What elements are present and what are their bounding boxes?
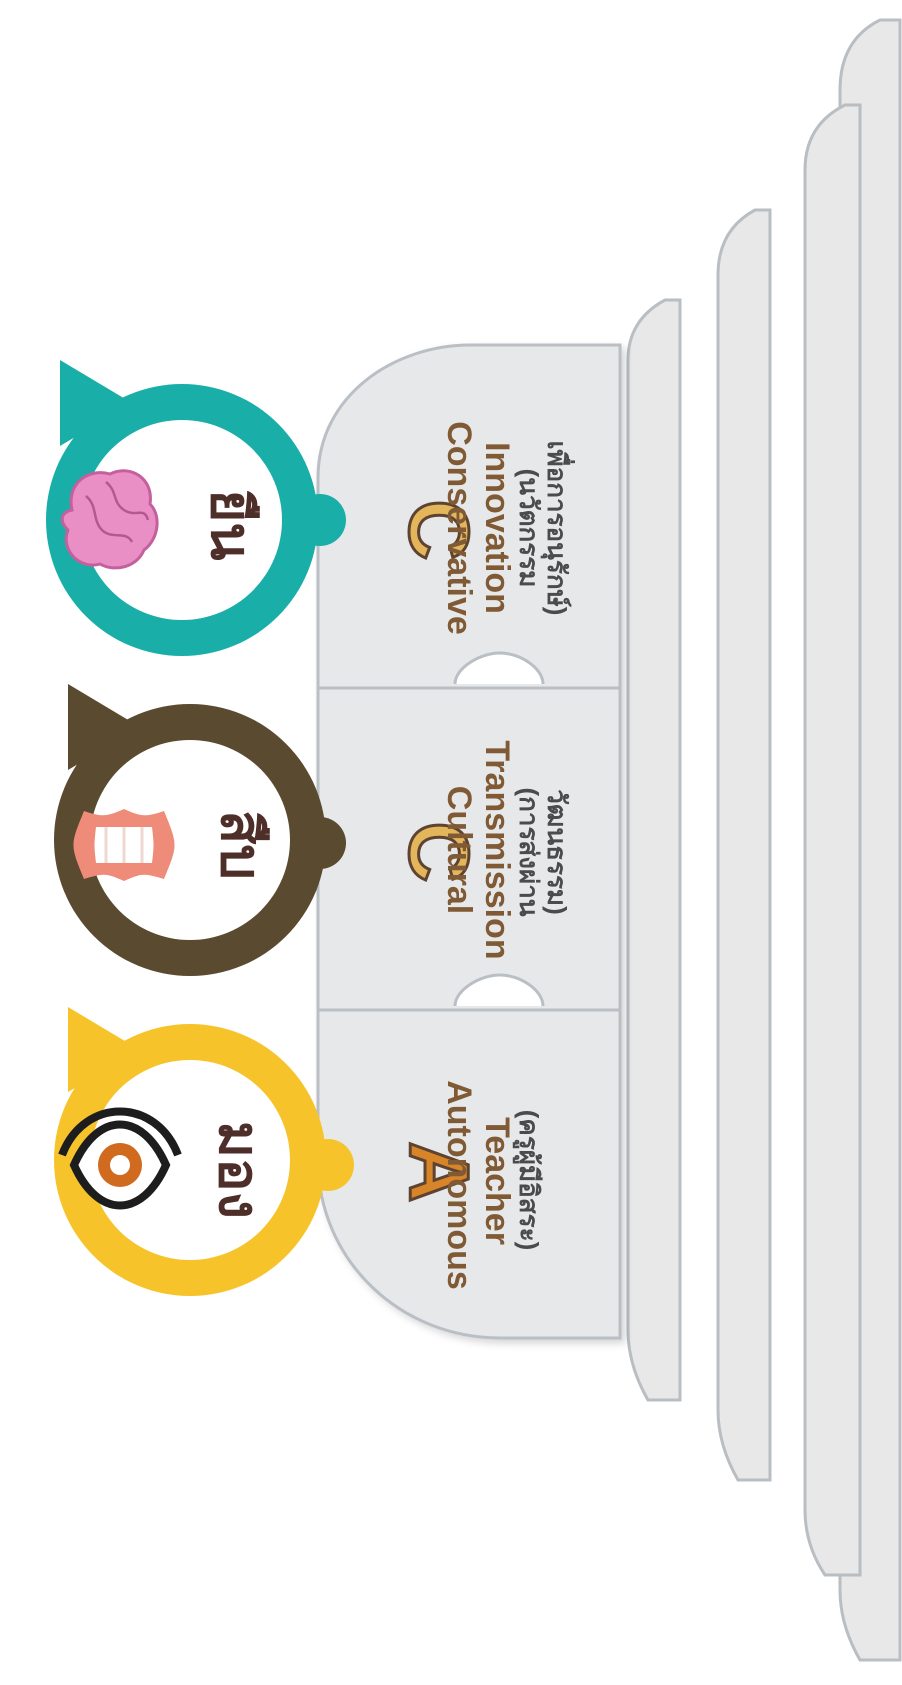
piece-title-c1: Cultural (440, 786, 478, 914)
brain-icon (60, 469, 159, 570)
stair-step-2 (803, 103, 862, 1577)
piece-subtitle-c2: Innovation (478, 442, 516, 614)
arrow-mong-icon (68, 1007, 140, 1092)
ring-inner-mong (90, 1060, 290, 1260)
circle-label-mong: มอง (208, 1121, 271, 1219)
piece-letter-a: A (392, 1142, 486, 1203)
piece-title-a: Autonomous (440, 1080, 478, 1290)
piece-thai-c1-1: (การส่งผ่าน (514, 787, 544, 916)
mouth-icon (73, 809, 175, 881)
piece-thai-c1-2: วัฒนธรรม) (542, 789, 572, 914)
piece-c1: C Cultural Transmission (การส่งผ่าน วัฒน… (391, 740, 573, 959)
piece-subtitle-c1: Transmission (478, 740, 516, 959)
stair-step-3 (716, 208, 772, 1482)
piece-letter-c2: C (392, 500, 486, 561)
eye-icon (58, 1107, 182, 1210)
stair-steps (626, 18, 902, 1662)
ring-inner-yuen (82, 420, 282, 620)
arrow-sueb-icon (68, 684, 140, 770)
circle-label-sueb: สืบ (210, 810, 273, 880)
circle-mong-group: มอง (54, 1007, 354, 1296)
puzzle-notch-2 (453, 651, 545, 685)
circle-sueb-group: สืบ (54, 684, 346, 976)
piece-thai-c2-2: เพื่อการอนุรักษ์) (540, 441, 576, 616)
stair-step-4 (626, 298, 682, 1402)
piece-thai-a-1: (ครูผู้มีอิสระ) (512, 1110, 544, 1250)
puzzle-base (316, 343, 622, 1340)
piece-subtitle-a: Teacher (478, 1117, 516, 1245)
circle-label-yuen: ยืน (200, 489, 263, 560)
piece-thai-c2-1: (นวัตกรรม (514, 469, 544, 588)
piece-a: A Autonomous Teacher (ครูผู้มีอิสระ) (391, 1080, 545, 1290)
ring-inner-sueb (90, 740, 290, 940)
piece-letter-c1: C (392, 822, 486, 883)
circle-yuen-group: ยืน (46, 360, 346, 656)
arrow-yuen-icon (60, 360, 132, 446)
piece-title-c2: Conservative (440, 421, 478, 635)
puzzle-notch-1 (453, 973, 545, 1007)
piece-c2: C Conservative Innovation (นวัตกรรม เพื่… (391, 421, 577, 635)
